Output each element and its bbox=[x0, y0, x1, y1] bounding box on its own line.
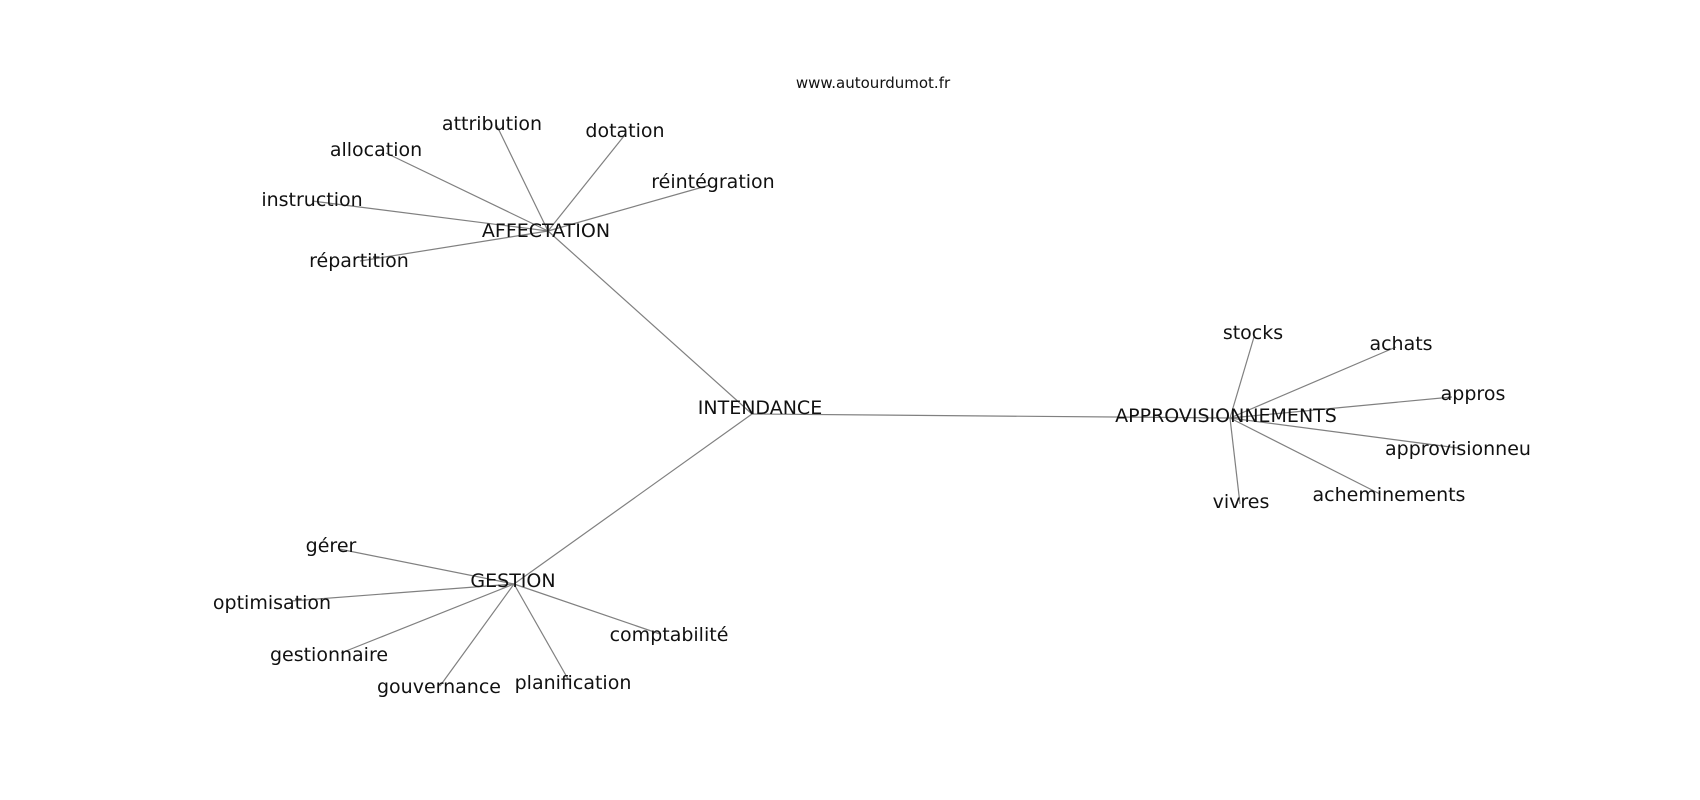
leaf-word-gerer[interactable]: gérer bbox=[306, 535, 357, 557]
word-labels: INTENDANCE AFFECTATION attribution dotation… bbox=[213, 113, 1531, 698]
leaf-word-approvisionneu[interactable]: approvisionneu bbox=[1385, 438, 1531, 460]
leaf-word-achats[interactable]: achats bbox=[1369, 333, 1432, 355]
leaf-word-gestionnaire[interactable]: gestionnaire bbox=[270, 644, 388, 666]
leaf-word-appros[interactable]: appros bbox=[1441, 383, 1506, 405]
edge-approvisionnements-acheminements bbox=[1229, 417, 1381, 495]
edge-gestion-gouvernance bbox=[439, 583, 515, 687]
edge-affectation-attribution bbox=[495, 123, 549, 232]
edge-affectation-allocation bbox=[385, 152, 549, 232]
edge-affectation-reintegration bbox=[547, 184, 711, 232]
leaf-word-repartition[interactable]: répartition bbox=[309, 250, 409, 272]
edge-affectation-dotation bbox=[547, 135, 625, 232]
leaf-word-instruction[interactable]: instruction bbox=[261, 189, 362, 211]
edge-intendance-gestion bbox=[513, 413, 753, 585]
edge-intendance-affectation bbox=[547, 230, 753, 415]
leaf-word-dotation[interactable]: dotation bbox=[585, 120, 664, 142]
edge-approvisionnements-vivres bbox=[1229, 417, 1241, 505]
edges bbox=[290, 123, 1459, 687]
leaf-word-planification[interactable]: planification bbox=[515, 672, 632, 694]
center-word-intendance[interactable]: INTENDANCE bbox=[698, 397, 822, 419]
edge-gestion-optimisation bbox=[290, 583, 515, 602]
hub-word-affectation[interactable]: AFFECTATION bbox=[482, 220, 610, 242]
leaf-word-acheminements[interactable]: acheminements bbox=[1313, 484, 1466, 506]
hub-word-gestion[interactable]: GESTION bbox=[470, 570, 555, 592]
hub-word-approvisionnements[interactable]: APPROVISIONNEMENTS bbox=[1115, 405, 1337, 427]
leaf-word-reintegration[interactable]: réintégration bbox=[651, 171, 774, 193]
edge-approvisionnements-approvisionneu bbox=[1229, 417, 1459, 449]
edge-affectation-repartition bbox=[359, 230, 549, 262]
leaf-word-allocation[interactable]: allocation bbox=[330, 139, 422, 161]
edge-gestion-gestionnaire bbox=[340, 583, 515, 654]
edge-gestion-planification bbox=[513, 583, 569, 680]
leaf-word-optimisation[interactable]: optimisation bbox=[213, 592, 331, 614]
source-watermark: www.autourdumot.fr bbox=[796, 74, 951, 92]
leaf-word-comptabilite[interactable]: comptabilité bbox=[610, 624, 729, 646]
edge-approvisionnements-achats bbox=[1229, 346, 1397, 419]
leaf-word-gouvernance[interactable]: gouvernance bbox=[377, 676, 501, 698]
edge-intendance-approvisionnements bbox=[751, 413, 1231, 419]
edge-gestion-gerer bbox=[338, 548, 515, 585]
leaf-word-attribution[interactable]: attribution bbox=[442, 113, 542, 135]
edge-approvisionnements-appros bbox=[1229, 396, 1453, 419]
leaf-word-stocks[interactable]: stocks bbox=[1223, 322, 1283, 344]
edge-gestion-comptabilite bbox=[513, 583, 661, 635]
edge-approvisionnements-stocks bbox=[1229, 336, 1255, 419]
edge-affectation-instruction bbox=[311, 200, 549, 232]
leaf-word-vivres[interactable]: vivres bbox=[1213, 491, 1270, 513]
